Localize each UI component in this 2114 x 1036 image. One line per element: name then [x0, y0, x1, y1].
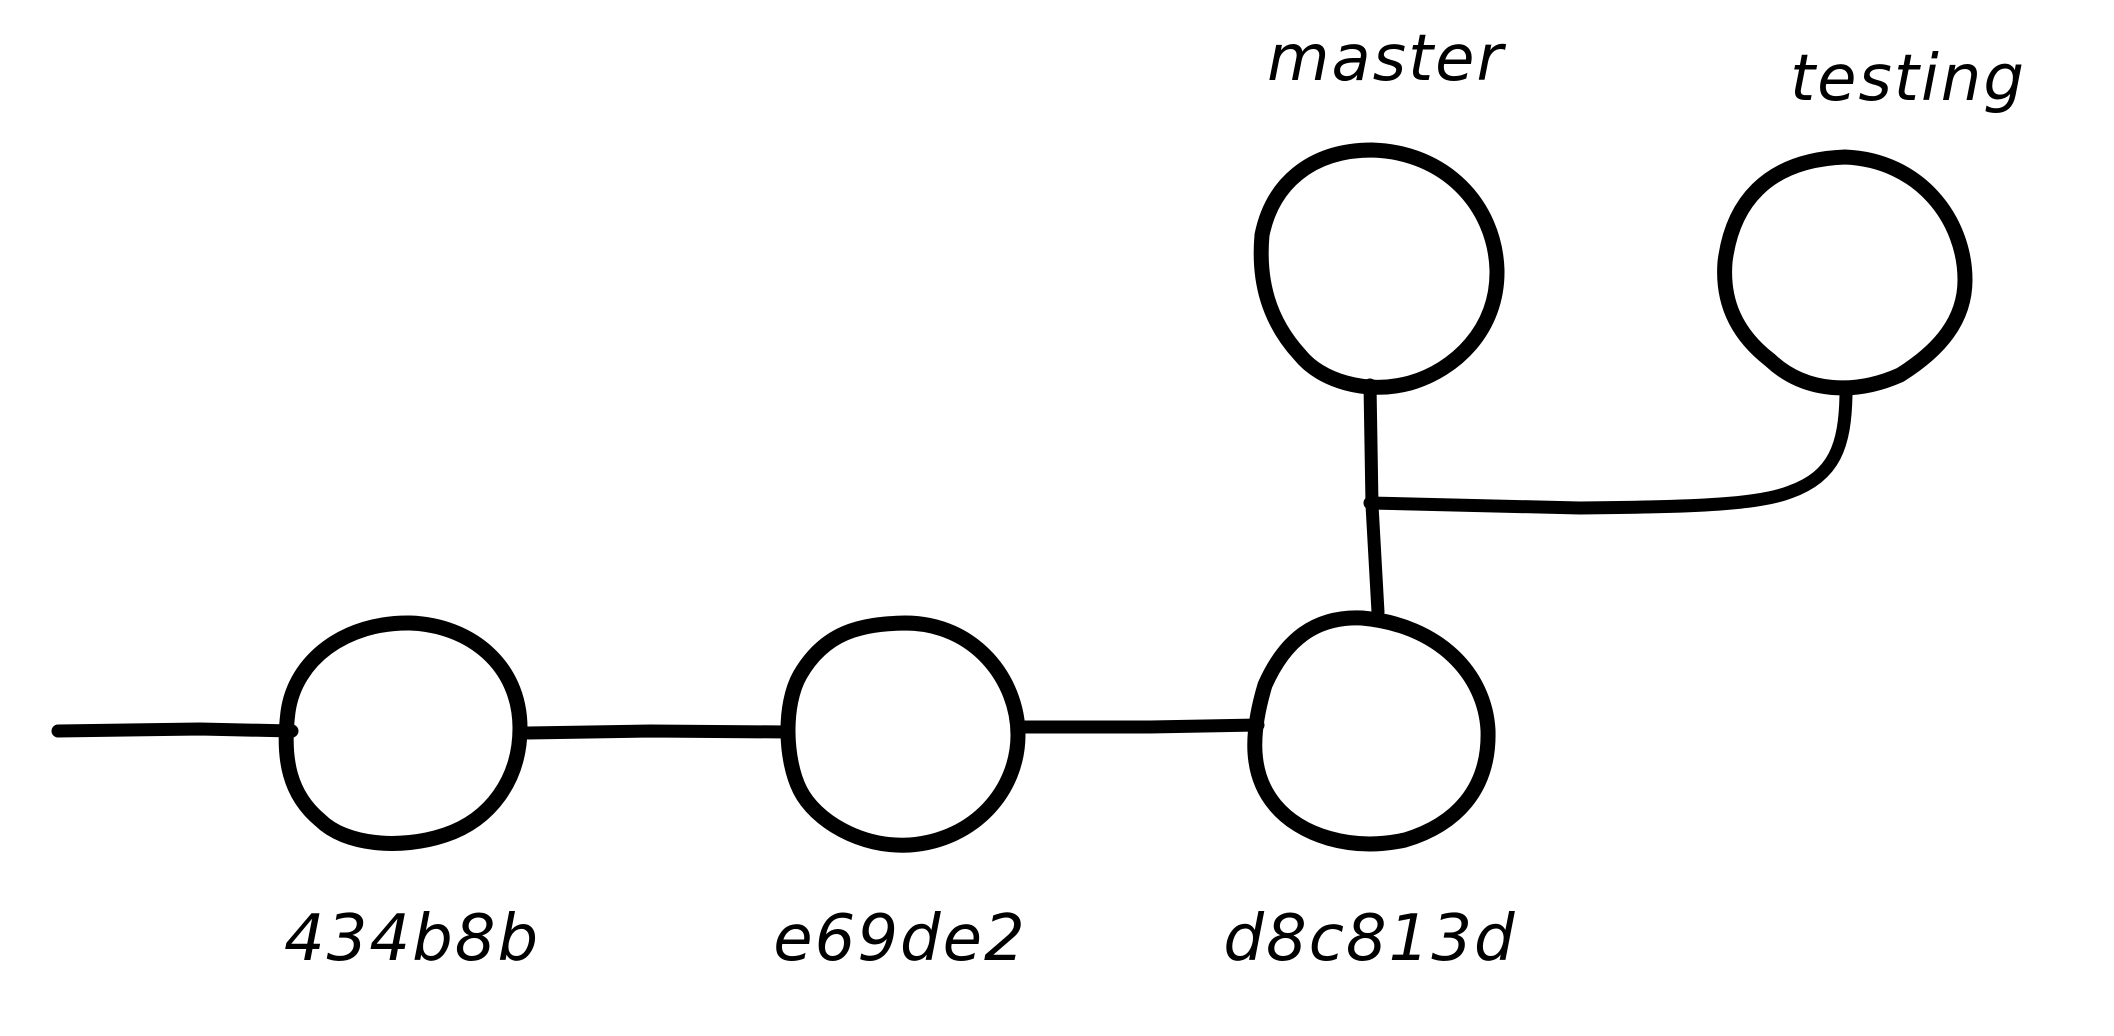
edge-434b8b-e69de2 [521, 724, 795, 740]
commit-circle-e69de2 [780, 615, 1026, 853]
branch-label-master: master [1267, 22, 1506, 96]
branch-node: master [1253, 22, 1506, 395]
commit-label: d8c813d [1223, 902, 1516, 976]
branch-node: testing [1717, 42, 2026, 396]
commit-circle-434b8b [278, 615, 528, 851]
commit-node: d8c813d [1223, 610, 1516, 976]
commit-node: 434b8b [278, 615, 540, 976]
history-incoming-line [51, 722, 299, 738]
branch-circle-master [1253, 142, 1505, 395]
commit-label: e69de2 [773, 902, 1027, 976]
commit-circle-d8c813d [1247, 610, 1496, 852]
branch-label-testing: testing [1790, 42, 2026, 116]
connector-testing-fork [1363, 388, 1853, 515]
edge-e69de2-d8c813d [1013, 718, 1265, 734]
commit-label: 434b8b [284, 902, 540, 976]
branch-circle-testing [1717, 149, 1973, 396]
commit-node: e69de2 [773, 615, 1027, 976]
